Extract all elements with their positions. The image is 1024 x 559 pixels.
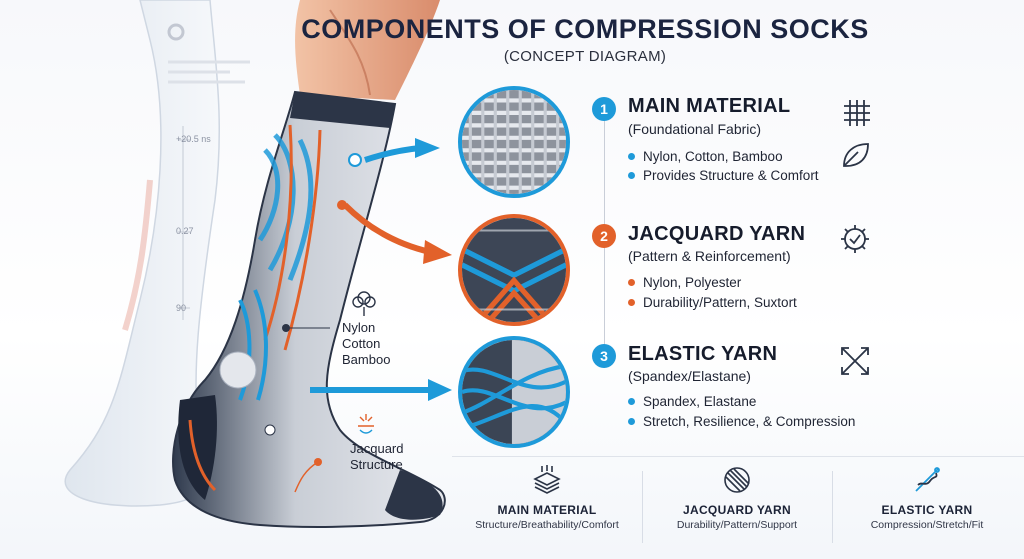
summary-panel: MAIN MATERIAL Structure/Breathability/Co… (452, 456, 1024, 559)
summary-jacquard-yarn: JACQUARD YARN Durability/Pattern/Support (652, 465, 822, 531)
summary-elastic-yarn: ELASTIC YARN Compression/Stretch/Fit (842, 465, 1012, 531)
section-3-bullet-2: Stretch, Resilience, & Compression (628, 414, 855, 429)
woven-ball-icon (722, 465, 752, 495)
gear-check-icon (838, 222, 872, 256)
watermark-logo (167, 23, 185, 41)
section-1-bullet-2: Provides Structure & Comfort (628, 168, 819, 183)
measure-label-3: 90 (176, 303, 187, 313)
cotton-icon (352, 291, 376, 316)
summary-divider-2 (832, 471, 833, 543)
section-1-title: MAIN MATERIAL (628, 95, 791, 117)
section-2-title: JACQUARD YARN (628, 223, 806, 245)
elastic-yarn-swatch (458, 336, 570, 448)
leg-skin (295, 0, 440, 100)
sock-illustration (64, 0, 452, 528)
arrow-main-material (364, 145, 421, 163)
section-3-subtitle: (Spandex/Elastane) (628, 368, 751, 384)
section-1-number: 1 (592, 97, 616, 121)
summary-divider-1 (642, 471, 643, 543)
jacquard-yarn-swatch (458, 214, 570, 326)
arrow-jacquard (342, 202, 431, 255)
section-3-title: ELASTIC YARN (628, 343, 778, 365)
leg-label-jacquard: Jacquard Structure (350, 441, 404, 472)
page-title: Components of Compression Socks (301, 14, 869, 44)
jacquard-icon (358, 414, 374, 434)
measure-label-1: +20.5 ns (176, 134, 211, 144)
section-1-subtitle: (Foundational Fabric) (628, 121, 762, 137)
section-2-number: 2 (592, 224, 616, 248)
leaf-icon (838, 138, 872, 172)
summary-main-material: MAIN MATERIAL Structure/Breathability/Co… (462, 465, 632, 531)
stretch-arrows-icon (838, 344, 872, 378)
main-material-swatch (458, 86, 570, 198)
section-2-subtitle: (Pattern & Reinforcement) (628, 248, 791, 264)
section-1-bullet-1: Nylon, Cotton, Bamboo (628, 149, 783, 164)
page-subtitle: (Concept Diagram) (503, 48, 667, 65)
section-3-number: 3 (592, 344, 616, 368)
section-2-bullet-2: Durability/Pattern, Suxtort (628, 295, 797, 310)
yarn-needle-icon (912, 465, 942, 495)
layers-icon (532, 465, 562, 495)
section-2-bullet-1: Nylon, Polyester (628, 275, 741, 290)
section-3-bullet-1: Spandex, Elastane (628, 394, 756, 409)
leg-label-main-material: Nylon Cotton Bamboo (342, 320, 391, 367)
measure-label-2: 0.27 (176, 226, 194, 236)
ghost-leg (64, 0, 221, 507)
weave-grid-icon (840, 96, 874, 130)
